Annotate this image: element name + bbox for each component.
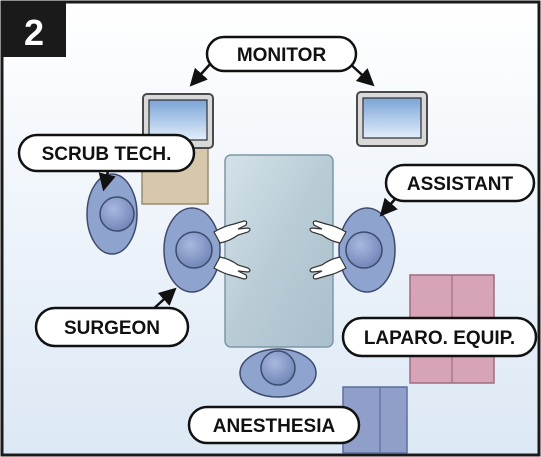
label-monitor: MONITOR — [205, 35, 358, 73]
monitor-left-arrow-icon — [189, 61, 213, 87]
svg-text:SCRUB TECH.: SCRUB TECH. — [42, 144, 172, 165]
svg-text:MONITOR: MONITOR — [237, 45, 327, 66]
svg-text:ANESTHESIA: ANESTHESIA — [213, 416, 336, 437]
monitor-right-icon — [356, 91, 428, 147]
scrub-tech-person-icon — [86, 173, 138, 255]
assistant-arrow-icon — [379, 197, 398, 217]
label-surgeon: SURGEON — [34, 306, 190, 348]
surgeon-person-icon — [163, 207, 251, 293]
assistant-person-icon — [309, 207, 396, 293]
scrub-tech-arrow-icon — [98, 170, 116, 192]
operating-table — [224, 154, 334, 348]
label-scrub-tech: SCRUB TECH. — [17, 133, 196, 173]
panel-number: 2 — [24, 12, 44, 53]
label-anesthesia: ANESTHESIA — [187, 405, 361, 445]
svg-text:SURGEON: SURGEON — [64, 318, 160, 339]
label-laparo-equip: LAPARO. EQUIP. — [341, 316, 538, 358]
panel-number-badge: 2 — [2, 2, 66, 57]
anesthesia-person-icon — [239, 348, 317, 398]
label-assistant: ASSISTANT — [384, 163, 536, 203]
svg-text:LAPARO. EQUIP.: LAPARO. EQUIP. — [364, 328, 515, 349]
svg-text:ASSISTANT: ASSISTANT — [407, 174, 514, 195]
